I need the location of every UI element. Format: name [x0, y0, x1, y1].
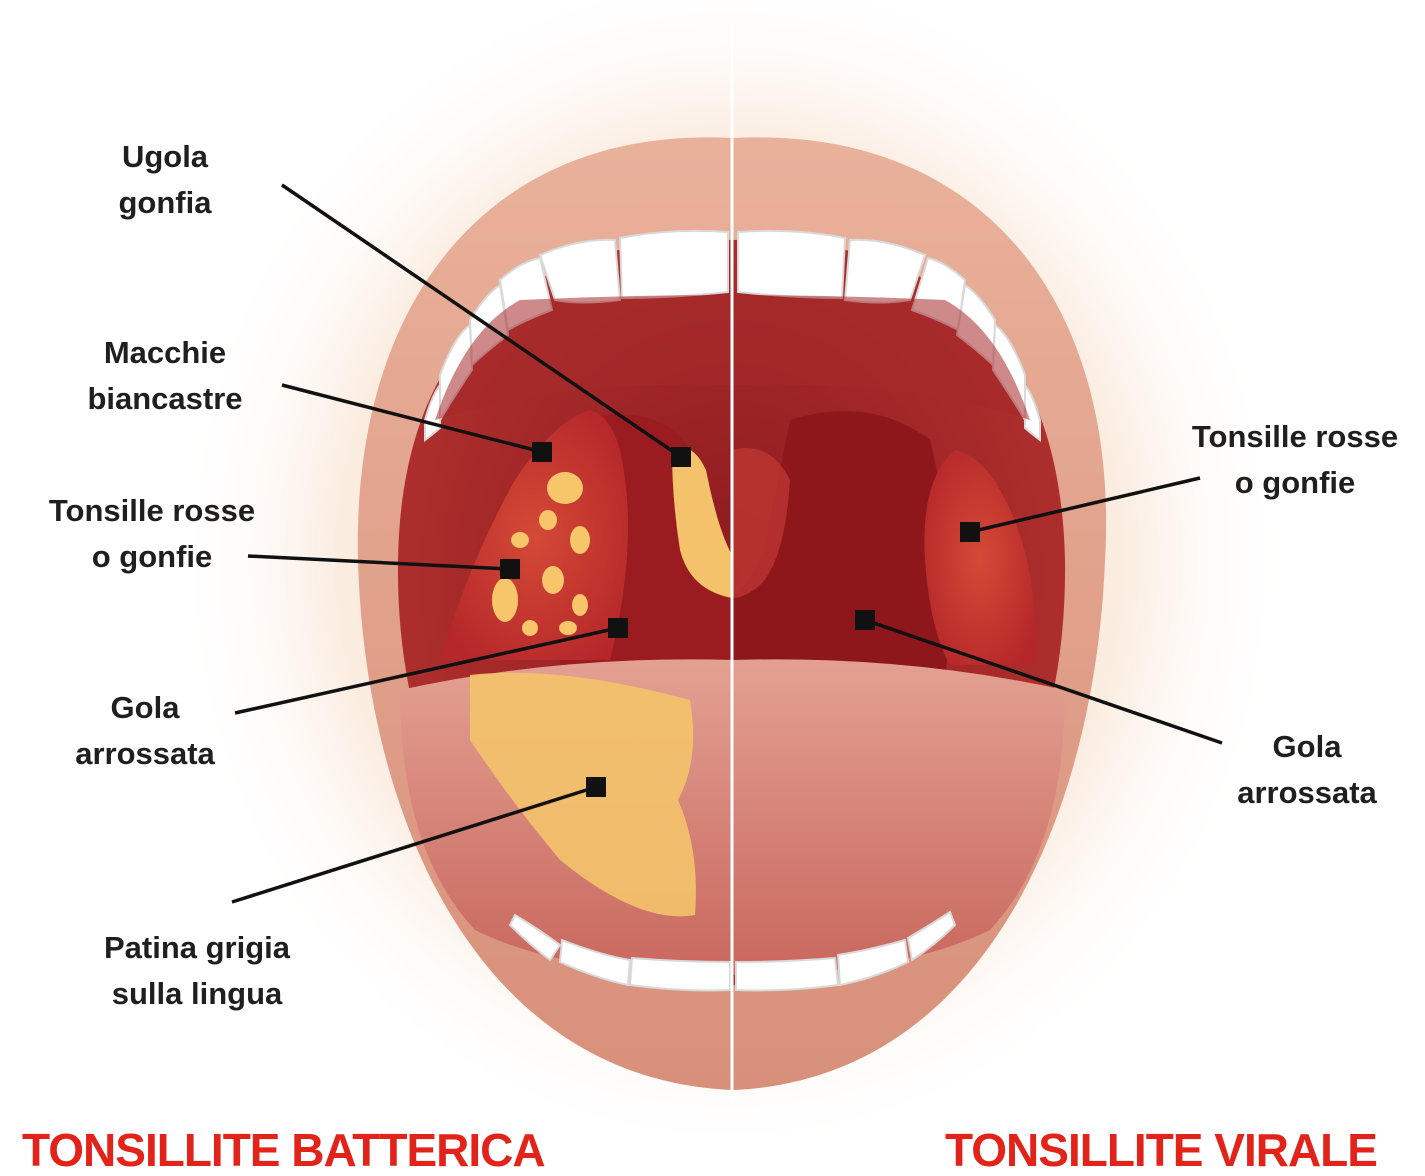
marker-macchie [532, 442, 552, 462]
label-macchie-line2: biancastre [60, 376, 270, 422]
label-tonsille-right: Tonsille rosse o gonfie [1165, 414, 1425, 506]
label-macchie: Macchie biancastre [60, 330, 270, 422]
label-macchie-line1: Macchie [60, 330, 270, 376]
label-patina: Patina grigia sulla lingua [72, 925, 322, 1017]
marker-gola-right [855, 610, 875, 630]
marker-patina [586, 777, 606, 797]
label-ugola-line1: Ugola [100, 134, 230, 180]
label-patina-line2: sulla lingua [72, 971, 322, 1017]
title-viral: TONSILLITE VIRALE [945, 1124, 1377, 1176]
label-tonsille-left: Tonsille rosse o gonfie [22, 488, 282, 580]
label-ugola: Ugola gonfia [100, 134, 230, 226]
label-tonsille-left-line2: o gonfie [22, 534, 282, 580]
label-tonsille-left-line1: Tonsille rosse [22, 488, 282, 534]
marker-gola-left [608, 618, 628, 638]
label-patina-line1: Patina grigia [72, 925, 322, 971]
title-bacterial: TONSILLITE BATTERICA [22, 1124, 545, 1176]
label-ugola-line2: gonfia [100, 180, 230, 226]
label-tonsille-right-line1: Tonsille rosse [1165, 414, 1425, 460]
label-gola-right: Gola arrossata [1212, 724, 1402, 816]
marker-tonsille-left [500, 559, 520, 579]
marker-tonsille-right [960, 522, 980, 542]
marker-ugola [671, 447, 691, 467]
label-gola-left-line1: Gola [50, 685, 240, 731]
label-tonsille-right-line2: o gonfie [1165, 460, 1425, 506]
label-gola-left: Gola arrossata [50, 685, 240, 777]
label-gola-right-line1: Gola [1212, 724, 1402, 770]
label-gola-left-line2: arrossata [50, 731, 240, 777]
label-gola-right-line2: arrossata [1212, 770, 1402, 816]
